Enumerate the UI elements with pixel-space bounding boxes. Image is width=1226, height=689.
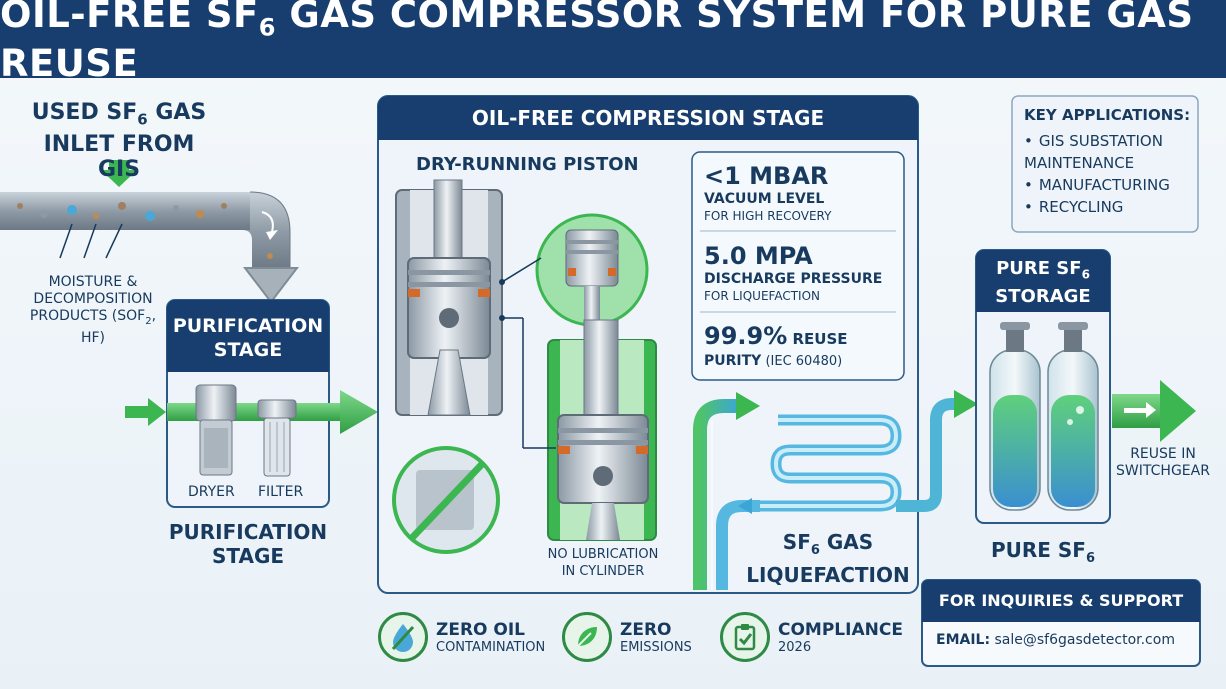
badge-sub: 2026 [778,639,812,655]
badge-sub: CONTAMINATION [436,639,546,655]
contact-title: FOR INQUIRIES & SUPPORT [938,591,1184,610]
liquefaction-coil [693,390,978,590]
badge-sub: EMISSIONS [620,639,692,655]
storage-title: PURE SF6 STORAGE [995,258,1091,307]
dryer-label: DRYER [188,484,235,500]
reuse-label: REUSE IN SWITCHGEAR [1116,446,1210,479]
leaf-icon [562,612,612,662]
badge-zero-emissions: ZERO EMISSIONS [562,612,692,662]
no-lubrication-label: NO LUBRICATION IN CYLINDER [547,547,659,579]
contact-email-row: EMAIL: sale@sf6gasdetector.com [936,632,1194,648]
compression-panel [377,95,919,594]
page-title: OIL-FREE SF6 GAS COMPRESSOR SYSTEM FOR P… [0,0,1194,85]
email-label: EMAIL: [936,632,991,648]
stat-label: PURITY [704,353,762,369]
application-item: RECYCLING [1024,196,1194,218]
badge-title: COMPLIANCE [778,619,903,640]
email-link[interactable]: sale@sf6gasdetector.com [990,632,1175,648]
applications-content: KEY APPLICATIONS: GIS SUBSTATION MAINTEN… [1024,106,1194,218]
stat-label: DISCHARGE PRESSURE [704,271,883,287]
application-item: MANUFACTURING [1024,174,1194,196]
stat-value: 99.9% [704,322,788,350]
storage-panel [975,249,1196,524]
moisture-label: MOISTURE & DECOMPOSITION PRODUCTS (SOF2,… [29,274,157,346]
inlet-label: USED SF6 GAS INLET FROM GIS [31,100,207,183]
application-item: GIS SUBSTATION MAINTENANCE [1024,130,1194,174]
storage-caption: PURE SF6 [990,538,1096,566]
applications-title: KEY APPLICATIONS: [1024,106,1191,124]
stat-label: VACUUM LEVEL [704,191,825,207]
compression-title: OIL-FREE COMPRESSION STAGE [471,106,825,130]
badge-compliance: COMPLIANCE 2026 [720,612,903,662]
badge-title: ZERO [620,619,672,640]
purification-panel-title: PURIFICATION STAGE [172,315,324,361]
stat-note: FOR LIQUEFACTION [704,289,821,303]
stat-note: FOR HIGH RECOVERY [704,209,832,223]
purification-caption: PURIFICATION STAGE [168,520,328,568]
stat-note: (IEC 60480) [761,354,843,369]
oil-drop-icon [378,612,428,662]
filter-label: FILTER [258,484,304,500]
piston-label: DRY-RUNNING PISTON [416,154,639,175]
badge-title: ZERO OIL [436,619,526,640]
badge-zero-oil: ZERO OIL CONTAMINATION [378,612,545,662]
stat-value: <1 MBAR [704,162,829,190]
stat-purity: 99.9% REUSE PURITY (IEC 60480) [704,322,900,370]
stat-value: 5.0 MPA [704,242,813,270]
stat-vacuum: <1 MBAR VACUUM LEVEL FOR HIGH RECOVERY [704,162,900,224]
stat-value-suffix: REUSE [787,330,848,348]
purification-panel [125,299,378,508]
contact-panel [921,579,1201,667]
checklist-icon [720,612,770,662]
title-bar: OIL-FREE SF6 GAS COMPRESSOR SYSTEM FOR P… [0,0,1226,85]
liquefaction-label: SF6 GAS LIQUEFACTION [746,530,910,587]
stat-pressure: 5.0 MPA DISCHARGE PRESSURE FOR LIQUEFACT… [704,242,900,304]
inlet-pipe [0,160,300,304]
